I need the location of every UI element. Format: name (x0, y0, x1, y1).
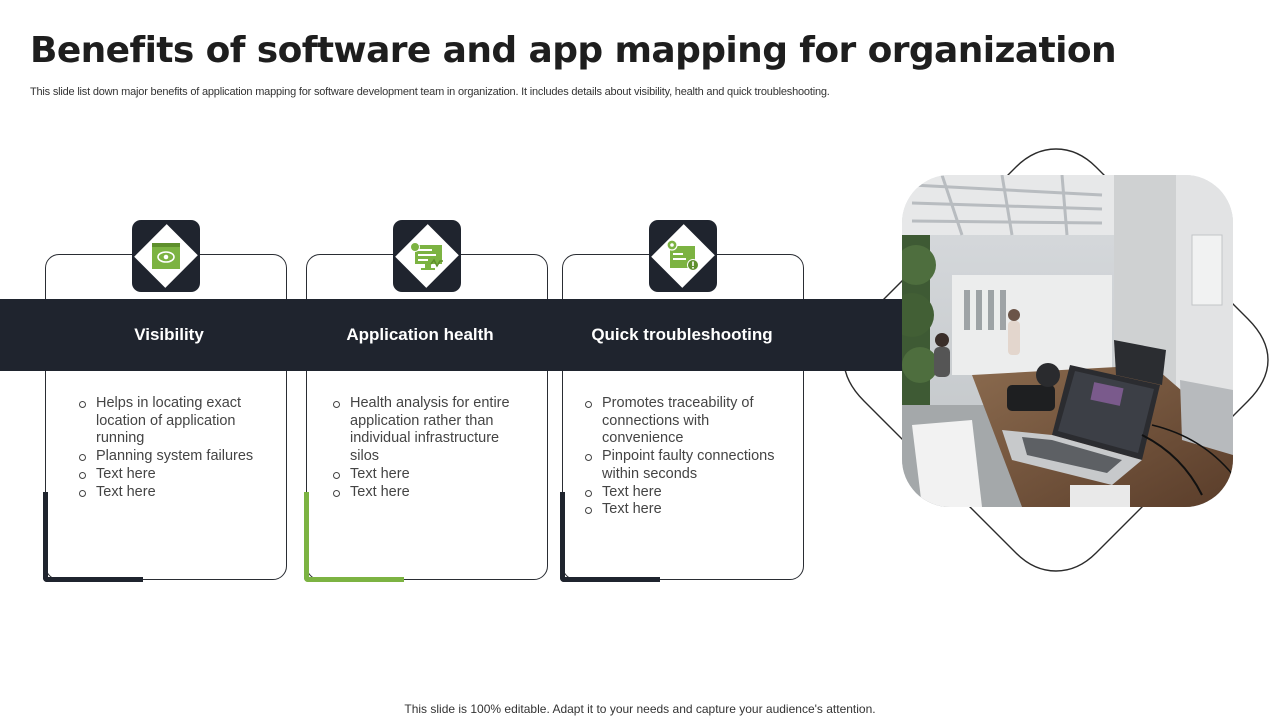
card-label-visibility: Visibility (134, 325, 204, 344)
list-item: Text here (584, 484, 784, 502)
page-subtitle: This slide list down major benefits of a… (30, 86, 830, 98)
list-item: Text here (584, 501, 784, 519)
footer-note: This slide is 100% editable. Adapt it to… (404, 702, 876, 716)
list-item: Pinpoint faulty connections within secon… (584, 448, 784, 483)
card-list-application-health: Health analysis for entire application r… (332, 395, 532, 501)
office-laptop-photo (902, 175, 1233, 507)
list-item: Text here (332, 484, 532, 502)
page-title: Benefits of software and app mapping for… (30, 30, 1117, 71)
list-item: Text here (78, 484, 278, 502)
list-item: Text here (78, 466, 278, 484)
card-corner-accent (560, 492, 660, 582)
card-label-application-health: Application health (346, 325, 494, 344)
header-band (0, 299, 920, 371)
list-item: Planning system failures (78, 448, 278, 466)
card-list-quick-troubleshooting: Promotes traceability of connections wit… (584, 395, 784, 519)
health-monitor-icon (393, 220, 461, 292)
list-item: Helps in locating exact location of appl… (78, 395, 278, 448)
card-corner-accent (43, 492, 143, 582)
list-item: Promotes traceability of connections wit… (584, 395, 784, 448)
card-corner-accent (304, 492, 404, 582)
list-item: Health analysis for entire application r… (332, 395, 532, 466)
gear-alert-icon (649, 220, 717, 292)
card-list-visibility: Helps in locating exact location of appl… (78, 395, 278, 501)
eye-monitor-icon (132, 220, 200, 292)
list-item: Text here (332, 466, 532, 484)
card-label-quick-troubleshooting: Quick troubleshooting (591, 325, 773, 344)
